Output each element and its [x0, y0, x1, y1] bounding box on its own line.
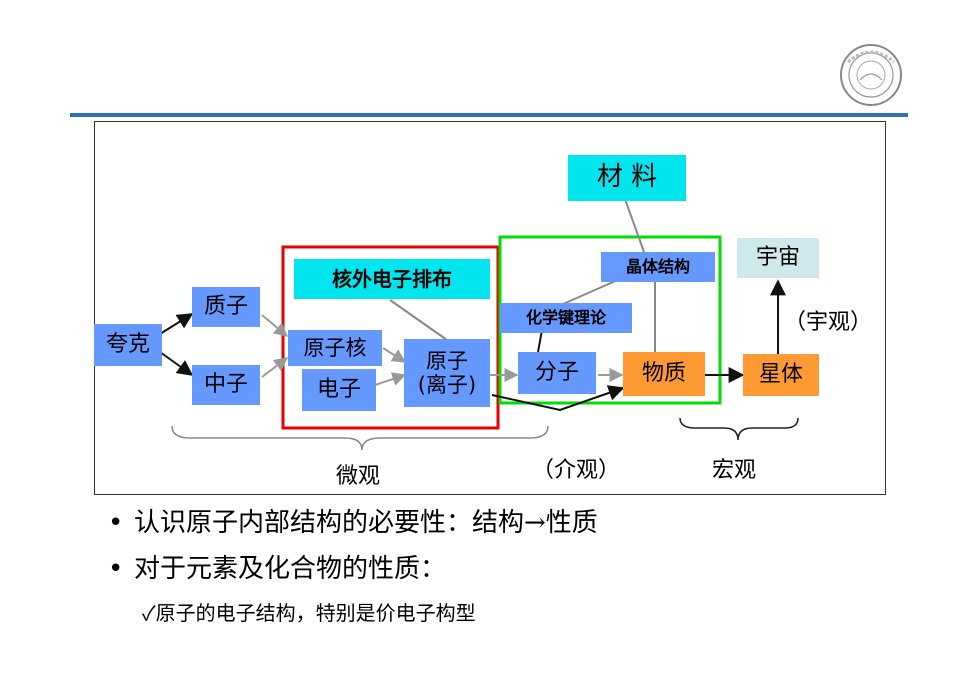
label-macro: 宏观 [712, 458, 757, 483]
header-divider-line [70, 113, 908, 117]
bullet-text: 对于元素及化合物的性质： [134, 554, 447, 584]
node-electron: 电子 [302, 369, 376, 411]
node-matter: 物质 [623, 352, 705, 396]
node-nucleus: 原子核 [288, 330, 382, 366]
node-chemical-bond-theory: 化学键理论 [500, 303, 632, 333]
sub-bullet-item: ✓原子的电子结构，特别是价电子构型 [142, 601, 476, 625]
bullet-item: •认识原子内部结构的必要性：结构→性质 [108, 508, 598, 538]
micro-group-frame [281, 245, 500, 430]
bullet-list: •认识原子内部结构的必要性：结构→性质 •对于元素及化合物的性质： ✓原子的电子… [108, 505, 928, 626]
node-neutron: 中子 [192, 365, 260, 405]
bullet-item: •对于元素及化合物的性质： [108, 554, 447, 584]
node-molecule: 分子 [518, 352, 596, 394]
micro-brace [171, 425, 549, 451]
label-micro: 微观 [336, 464, 381, 489]
node-electron-configuration: 核外电子排布 [294, 259, 490, 299]
node-atom-ion: 原子 (离子) [404, 339, 490, 407]
university-seal-logo [840, 44, 902, 106]
node-universe: 宇宙 [737, 238, 819, 278]
node-material: 材 料 [568, 155, 686, 201]
node-quark: 夸克 [94, 324, 162, 366]
macro-brace [679, 417, 799, 441]
diagram-frame [94, 121, 886, 495]
node-crystal-structure: 晶体结构 [601, 252, 715, 282]
label-meso: （介观） [532, 458, 621, 483]
bullet-text: 认识原子内部结构的必要性：结构→性质 [134, 508, 598, 538]
node-proton: 质子 [192, 287, 260, 327]
label-cosmic: （宇观） [784, 310, 873, 335]
node-star: 星体 [743, 354, 819, 396]
